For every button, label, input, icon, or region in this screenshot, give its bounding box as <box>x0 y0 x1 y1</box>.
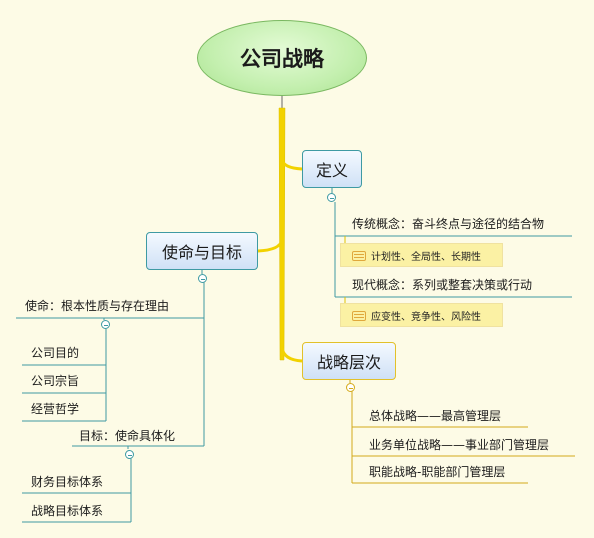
topic-mission[interactable]: 使命：根本性质与存在理由 <box>25 299 170 313</box>
topic-goal-item[interactable]: 战略目标体系 <box>31 504 104 518</box>
collapse-toggle-icon[interactable] <box>125 450 134 459</box>
topic-goal[interactable]: 目标：使命具体化 <box>79 429 176 443</box>
note-icon <box>352 311 366 321</box>
topic-level-item[interactable]: 职能战略-职能部门管理层 <box>369 465 506 479</box>
modern-detail-text: 应变性、竞争性、风险性 <box>371 311 481 323</box>
traditional-detail-note[interactable]: 计划性、全局性、长期性 <box>340 243 503 267</box>
traditional-detail-text: 计划性、全局性、长期性 <box>371 251 481 263</box>
topic-strategy-levels-label: 战略层次 <box>316 353 381 372</box>
modern-detail-note[interactable]: 应变性、竞争性、风险性 <box>340 303 503 327</box>
topic-traditional-concept[interactable]: 传统概念：奋斗终点与途径的结合物 <box>352 217 545 231</box>
topic-level-item[interactable]: 总体战略——最高管理层 <box>369 409 502 423</box>
root-topic-label: 公司战略 <box>240 47 324 71</box>
topic-level-item[interactable]: 业务单位战略——事业部门管理层 <box>369 438 550 452</box>
topic-definition-label: 定义 <box>315 161 348 180</box>
note-icon <box>352 251 366 261</box>
collapse-toggle-icon[interactable] <box>101 320 110 329</box>
collapse-toggle-icon[interactable] <box>346 383 355 392</box>
topic-strategy-levels[interactable]: 战略层次 <box>302 342 396 380</box>
topic-mission-item[interactable]: 经营哲学 <box>31 402 80 416</box>
collapse-toggle-icon[interactable] <box>198 274 207 283</box>
topic-goal-item[interactable]: 财务目标体系 <box>31 475 104 489</box>
topic-mission-goal[interactable]: 使命与目标 <box>146 232 258 270</box>
collapse-toggle-icon[interactable] <box>327 193 336 202</box>
topic-mission-goal-label: 使命与目标 <box>161 243 242 262</box>
topic-mission-item[interactable]: 公司宗旨 <box>31 374 80 388</box>
topic-mission-item[interactable]: 公司目的 <box>31 346 80 360</box>
topic-modern-concept[interactable]: 现代概念：系列或整套决策或行动 <box>352 278 533 292</box>
root-topic[interactable]: 公司战略 <box>197 20 367 96</box>
topic-definition[interactable]: 定义 <box>302 150 362 188</box>
